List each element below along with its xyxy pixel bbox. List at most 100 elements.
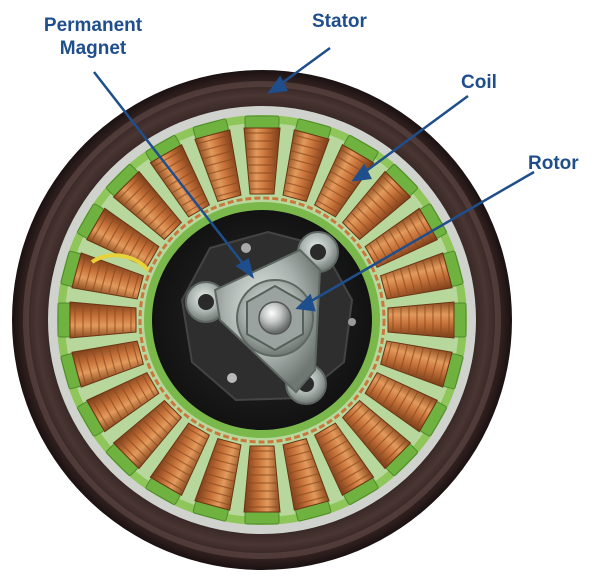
winding-turn (323, 185, 348, 201)
winding-turn (127, 234, 143, 259)
winding-turn (153, 211, 174, 232)
winding-turn (345, 403, 364, 422)
coil (282, 437, 332, 522)
winding-turn (337, 466, 366, 484)
winding-turn (289, 158, 319, 168)
winding-turn (123, 434, 148, 459)
winding-turn (293, 134, 327, 145)
winding-turn (167, 453, 194, 470)
winding-turn (401, 391, 419, 420)
winding-turn (213, 181, 239, 190)
winding-turn (384, 273, 393, 299)
winding-turn (115, 268, 125, 296)
winding-turn (123, 181, 148, 206)
screw-top (241, 243, 251, 253)
winding-turn (360, 199, 383, 222)
winding-turn (290, 480, 322, 490)
copper-winding (112, 399, 183, 470)
copper-winding (243, 445, 281, 513)
wire-ring (138, 196, 386, 444)
winding-turn (129, 187, 153, 211)
coil-group (57, 115, 467, 525)
copper-winding (69, 301, 137, 339)
coil (77, 203, 160, 269)
winding-turn (119, 229, 136, 256)
winding-turn (105, 391, 123, 420)
winding-turn (395, 225, 412, 252)
winding-turn (283, 189, 309, 198)
coil (77, 371, 160, 437)
winding-turn (207, 165, 237, 175)
winding-turn (437, 351, 448, 385)
winding-turn (392, 271, 401, 297)
label-coil: Coil (461, 72, 497, 93)
winding-turn (160, 218, 179, 237)
winding-turn (84, 350, 94, 383)
winding-turn (117, 439, 143, 465)
winding-turn (129, 429, 153, 453)
arrow-coil (351, 163, 372, 182)
copper-winding (112, 170, 183, 241)
copper-winding (379, 252, 453, 300)
coil (57, 301, 137, 339)
screw-left (227, 373, 237, 383)
label-rotor: Rotor (528, 153, 579, 174)
winding-turn (158, 466, 187, 484)
winding-turn (171, 446, 198, 463)
winding-turn (430, 350, 440, 383)
winding-turn (76, 255, 87, 289)
winding-turn (197, 495, 231, 506)
shaft (258, 301, 292, 335)
winding-turn (366, 193, 389, 216)
copper-winding (194, 129, 242, 203)
winding-turn (371, 429, 395, 453)
winding-turn (319, 433, 344, 448)
winding-turn (399, 344, 409, 372)
winding-turn (286, 173, 314, 183)
winding-turn (210, 173, 238, 183)
winding-turn (340, 149, 371, 168)
copper-winding (243, 127, 281, 195)
winding-turn (381, 439, 407, 465)
coil (60, 250, 145, 300)
winding-turn (414, 211, 433, 242)
winding-turn (407, 345, 417, 375)
winding-turn (289, 472, 319, 482)
leader-coil (361, 94, 469, 176)
winding-turn (384, 341, 393, 367)
winding-turn (147, 205, 169, 227)
winding-turn (76, 351, 87, 385)
stator-tooth (244, 511, 280, 525)
housing-rim (23, 81, 501, 559)
winding-turn (197, 134, 231, 145)
winding-turn (98, 395, 116, 424)
winding-turn (141, 243, 156, 266)
winding-turn (210, 457, 238, 467)
winding-turn (290, 150, 322, 160)
winding-turn (153, 472, 184, 491)
winding-turn (292, 488, 325, 498)
winding-turn (422, 348, 432, 380)
arrow-permanent-magnet (235, 258, 255, 279)
winding-turn (350, 211, 371, 232)
winding-turn (323, 439, 348, 455)
winding-turn (185, 426, 208, 441)
winding-turn (84, 257, 94, 290)
coil (313, 135, 379, 218)
label-permanent-magnet-line2: Magnet (59, 38, 127, 59)
winding-turn (158, 156, 187, 174)
winding-turn (112, 388, 129, 415)
winding-turn (141, 418, 164, 441)
winding-turn (205, 472, 235, 482)
winding-turn (135, 193, 158, 216)
winding-turn (388, 229, 405, 256)
winding-turn (176, 439, 201, 455)
winding-turn (326, 446, 353, 463)
winding-turn (180, 433, 205, 448)
winding-turn (414, 263, 424, 293)
winding-turn (371, 187, 395, 211)
winding-turn (147, 413, 169, 435)
winding-turn (213, 450, 239, 459)
winding-turn (167, 170, 194, 187)
winding-turn (117, 175, 143, 201)
